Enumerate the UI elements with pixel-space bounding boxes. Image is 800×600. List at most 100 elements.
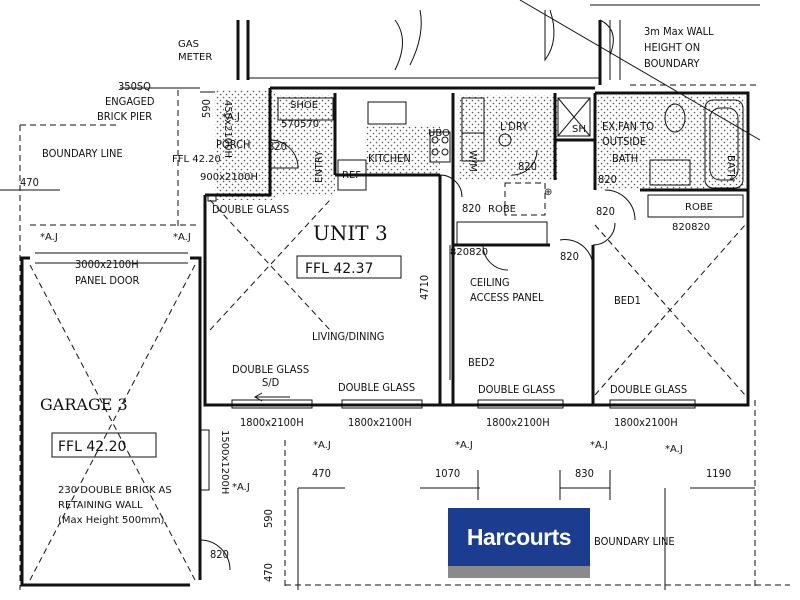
bath-label: BATH xyxy=(612,152,638,165)
robe-bed2-dim: 820820 xyxy=(450,247,488,258)
robe-bed2-label: ROBE xyxy=(488,204,516,215)
garage-ffl: FFL 42.20 xyxy=(58,439,126,455)
toilet xyxy=(664,103,686,133)
porch-door-size: 900x2100H xyxy=(200,172,258,183)
pier-label-2: ENGAGED xyxy=(105,95,155,108)
double-glass-sd: DOUBLE GLASS xyxy=(232,363,309,376)
unit-ffl: FFL 42.37 xyxy=(305,261,373,277)
unit-ffl-box xyxy=(296,255,402,279)
washing-machine xyxy=(461,132,485,162)
boundary-label-left: BOUNDARY LINE xyxy=(42,147,123,160)
aj-mark-1: *A.J xyxy=(40,232,58,243)
door-820-bed2: 820 xyxy=(560,250,579,263)
porch-door-size-vertical: 450x2100H xyxy=(222,100,233,158)
retain-label-3: (Max Height 500mm) xyxy=(58,515,165,526)
porch-paving xyxy=(215,90,275,200)
pier-label-1: 350SQ xyxy=(118,80,151,93)
window-size-4: 1800x2100H xyxy=(614,416,678,429)
cooktop xyxy=(429,131,451,163)
porch-ffl: FFL 42.20 xyxy=(172,154,221,165)
aj-mark-8: *A.J xyxy=(232,482,250,493)
window-size-3: 1800x2100H xyxy=(486,416,550,429)
aj-mark-7: *A.J xyxy=(665,444,683,455)
fridge-space xyxy=(337,159,367,191)
aj-mark-3: *A.J xyxy=(222,112,240,123)
door-820-laundry: 820 xyxy=(518,160,537,173)
shower xyxy=(557,97,591,137)
logo-strip xyxy=(448,566,590,578)
window-size-2: 1800x2100H xyxy=(348,416,412,429)
bathtub xyxy=(704,99,744,189)
shoe-label: SHOE xyxy=(290,100,318,111)
gas-label-1: GAS xyxy=(178,39,199,50)
kitchen-tiles xyxy=(365,125,440,175)
bed1-label: BED1 xyxy=(614,294,641,307)
porch-label: PORCH xyxy=(216,138,250,151)
robe-bed1-dim: 820820 xyxy=(672,222,710,233)
dim-1070: 1070 xyxy=(435,467,460,480)
wm-label: W/M xyxy=(467,150,478,172)
boundary-label-bottom: BOUNDARY LINE xyxy=(594,535,675,548)
door-820-kitchen: 820 xyxy=(462,202,481,215)
double-glass-living: DOUBLE GLASS xyxy=(338,381,415,394)
logo-text: Harcourts xyxy=(466,523,572,550)
double-glass-top: DOUBLE GLASS xyxy=(212,203,289,216)
dim-590-porch: 590 xyxy=(200,99,213,118)
dim-470-vertical: 470 xyxy=(262,563,275,582)
aj-mark-4: *A.J xyxy=(313,440,331,451)
bathtub-label: BATH xyxy=(725,155,736,182)
wallheight-label-3: BOUNDARY xyxy=(644,57,700,70)
exfan-label-2: OUTSIDE xyxy=(602,135,646,148)
dimension-lines xyxy=(0,87,755,590)
ref-label: REF xyxy=(342,170,361,181)
dim-470-bottom: 470 xyxy=(312,467,331,480)
dim-1190: 1190 xyxy=(706,467,731,480)
pier-label-3: BRICK PIER xyxy=(97,110,152,123)
aj-mark-6: *A.J xyxy=(590,440,608,451)
logo-panel: Harcourts xyxy=(448,508,590,566)
bath-tiles xyxy=(595,95,745,190)
dim-4710: 4710 xyxy=(418,275,431,300)
door-820-bath: 820 xyxy=(598,173,617,186)
robe-bed1-label: ROBE xyxy=(685,202,713,213)
vanity xyxy=(649,159,691,186)
dim-470-left: 470 xyxy=(20,176,39,189)
dim-590-vertical: 590 xyxy=(262,509,275,528)
garage-title: GARAGE 3 xyxy=(40,395,128,414)
double-glass-bed1: DOUBLE GLASS xyxy=(610,383,687,396)
kitchen-label: KITCHEN xyxy=(368,152,411,165)
ubo-label: UBO xyxy=(428,128,450,139)
dim-830: 830 xyxy=(575,467,594,480)
panel-door-label: PANEL DOOR xyxy=(75,274,140,287)
hall-marker: ⊕ xyxy=(544,187,552,198)
aj-mark-2: *A.J xyxy=(173,232,191,243)
shower-label: SH xyxy=(572,124,586,135)
window-size-1: 1800x2100H xyxy=(240,416,304,429)
sink xyxy=(367,101,407,125)
shoe-cupboard xyxy=(277,97,334,121)
gas-label-2: METER xyxy=(178,52,212,63)
harcourts-logo: Harcourts xyxy=(448,508,590,578)
living-label: LIVING/DINING xyxy=(312,330,384,343)
laundry-tiles xyxy=(458,95,558,180)
robe-bed2 xyxy=(456,221,548,245)
entry-label: ENTRY xyxy=(314,150,325,183)
exfan-label-1: EX.FAN TO xyxy=(602,120,654,133)
garage-window-size: 1500x1200H xyxy=(219,430,230,494)
shoe-dim: 570570 xyxy=(281,119,319,130)
retain-label-1: 230 DOUBLE BRICK AS xyxy=(58,485,172,496)
retain-label-2: RETAINING WALL xyxy=(58,500,143,511)
door-swings xyxy=(199,139,636,571)
sd-label: S/D xyxy=(262,376,280,389)
bed2-label: BED2 xyxy=(468,356,495,369)
ceiling-access-panel xyxy=(504,182,546,216)
door-820-garage: 820 xyxy=(210,548,229,561)
robe-bed1 xyxy=(647,194,744,218)
door-820-entry: 820 xyxy=(268,140,287,153)
wallheight-label-1: 3m Max WALL xyxy=(644,25,714,38)
windows xyxy=(200,194,696,491)
panel-door-size: 3000x2100H xyxy=(75,258,139,271)
wallheight-label-2: HEIGHT ON xyxy=(644,41,700,54)
ceiling-label-2: ACCESS PANEL xyxy=(470,291,544,304)
